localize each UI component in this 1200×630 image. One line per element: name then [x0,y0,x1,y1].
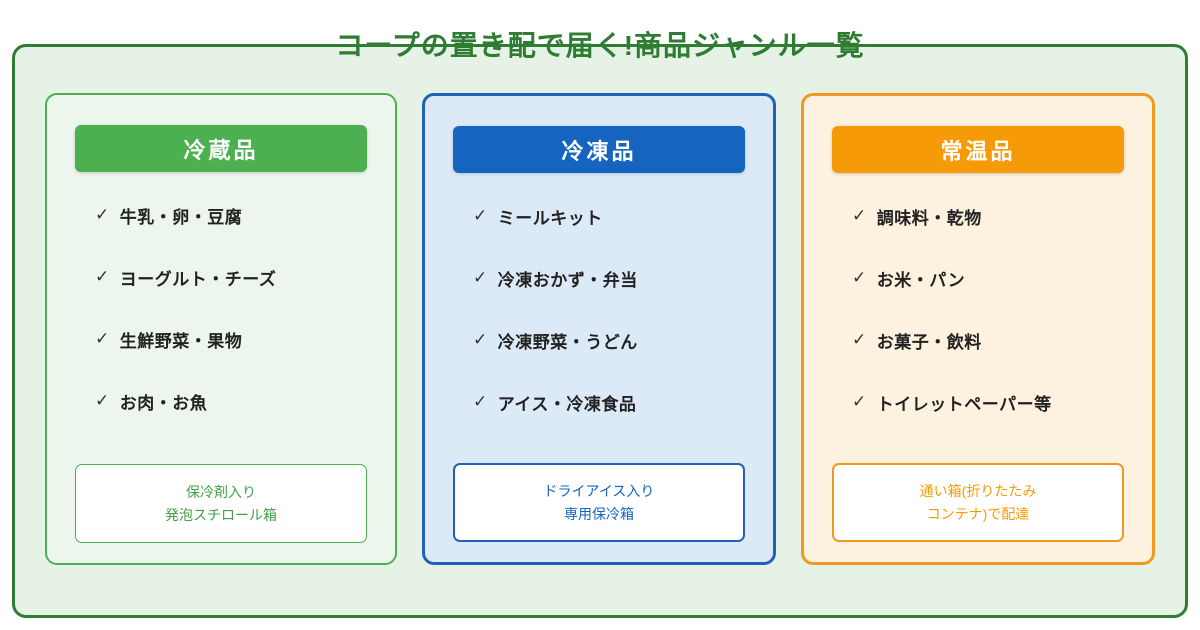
list-item: ✓ 生鮮野菜・果物 [95,329,367,351]
item-list-frozen: ✓ ミールキット ✓ 冷凍おかず・弁当 ✓ 冷凍野菜・うどん ✓ アイス・冷凍食… [453,206,745,454]
card-frozen: 冷凍品 ✓ ミールキット ✓ 冷凍おかず・弁当 ✓ 冷凍野菜・うどん ✓ アイス… [422,93,776,565]
item-label: 調味料・乾物 [876,208,982,228]
check-icon: ✓ [852,392,867,411]
check-icon: ✓ [473,392,488,411]
list-item: ✓ 牛乳・卵・豆腐 [95,205,367,227]
list-item: ✓ ミールキット [473,206,745,228]
check-icon: ✓ [95,329,110,348]
list-item: ✓ ヨーグルト・チーズ [95,267,367,289]
check-icon: ✓ [852,268,867,287]
item-label: ミールキット [497,208,603,228]
item-label: 牛乳・卵・豆腐 [119,207,243,227]
list-item: ✓ 冷凍野菜・うどん [473,330,745,352]
note-text: 保冷剤入り 発泡スチロール箱 [165,484,277,523]
item-label: 生鮮野菜・果物 [119,331,243,351]
card-ambient: 常温品 ✓ 調味料・乾物 ✓ お米・パン ✓ お菓子・飲料 ✓ トイレットペーパ… [801,93,1155,565]
note-text: ドライアイス入り 専用保冷箱 [543,483,655,522]
check-icon: ✓ [852,330,867,349]
card-header-ambient: 常温品 [832,126,1124,173]
card-header-frozen: 冷凍品 [453,126,745,173]
item-label: お菓子・飲料 [876,332,982,352]
page-title: コープの置き配で届く!商品ジャンル一覧 [335,30,865,61]
item-label: 冷凍野菜・うどん [497,332,638,352]
list-item: ✓ お米・パン [852,268,1124,290]
list-item: ✓ お菓子・飲料 [852,330,1124,352]
list-item: ✓ お肉・お魚 [95,391,367,413]
item-list-ambient: ✓ 調味料・乾物 ✓ お米・パン ✓ お菓子・飲料 ✓ トイレットペーパー等 [832,206,1124,454]
note-text: 通い箱(折りたたみ コンテナ)で配達 [919,483,1037,522]
card-header-refrigerated: 冷蔵品 [75,125,367,172]
item-label: ヨーグルト・チーズ [119,269,277,289]
item-label: お肉・お魚 [119,393,208,413]
item-list-refrigerated: ✓ 牛乳・卵・豆腐 ✓ ヨーグルト・チーズ ✓ 生鮮野菜・果物 ✓ お肉・お魚 [75,205,367,453]
outer-panel: 冷蔵品 ✓ 牛乳・卵・豆腐 ✓ ヨーグルト・チーズ ✓ 生鮮野菜・果物 ✓ お肉… [12,44,1188,618]
item-label: お米・パン [876,270,966,290]
check-icon: ✓ [473,330,488,349]
note-box-frozen: ドライアイス入り 専用保冷箱 [453,463,745,542]
check-icon: ✓ [473,268,488,287]
item-label: 冷凍おかず・弁当 [497,270,638,290]
check-icon: ✓ [473,206,488,225]
list-item: ✓ 冷凍おかず・弁当 [473,268,745,290]
note-box-refrigerated: 保冷剤入り 発泡スチロール箱 [75,464,367,543]
check-icon: ✓ [95,267,110,286]
item-label: アイス・冷凍食品 [497,394,637,414]
check-icon: ✓ [95,205,110,224]
list-item: ✓ 調味料・乾物 [852,206,1124,228]
list-item: ✓ トイレットペーパー等 [852,392,1124,414]
item-label: トイレットペーパー等 [876,394,1052,414]
note-box-ambient: 通い箱(折りたたみ コンテナ)で配達 [832,463,1124,542]
check-icon: ✓ [95,391,110,410]
list-item: ✓ アイス・冷凍食品 [473,392,745,414]
check-icon: ✓ [852,206,867,225]
card-refrigerated: 冷蔵品 ✓ 牛乳・卵・豆腐 ✓ ヨーグルト・チーズ ✓ 生鮮野菜・果物 ✓ お肉… [45,93,397,565]
